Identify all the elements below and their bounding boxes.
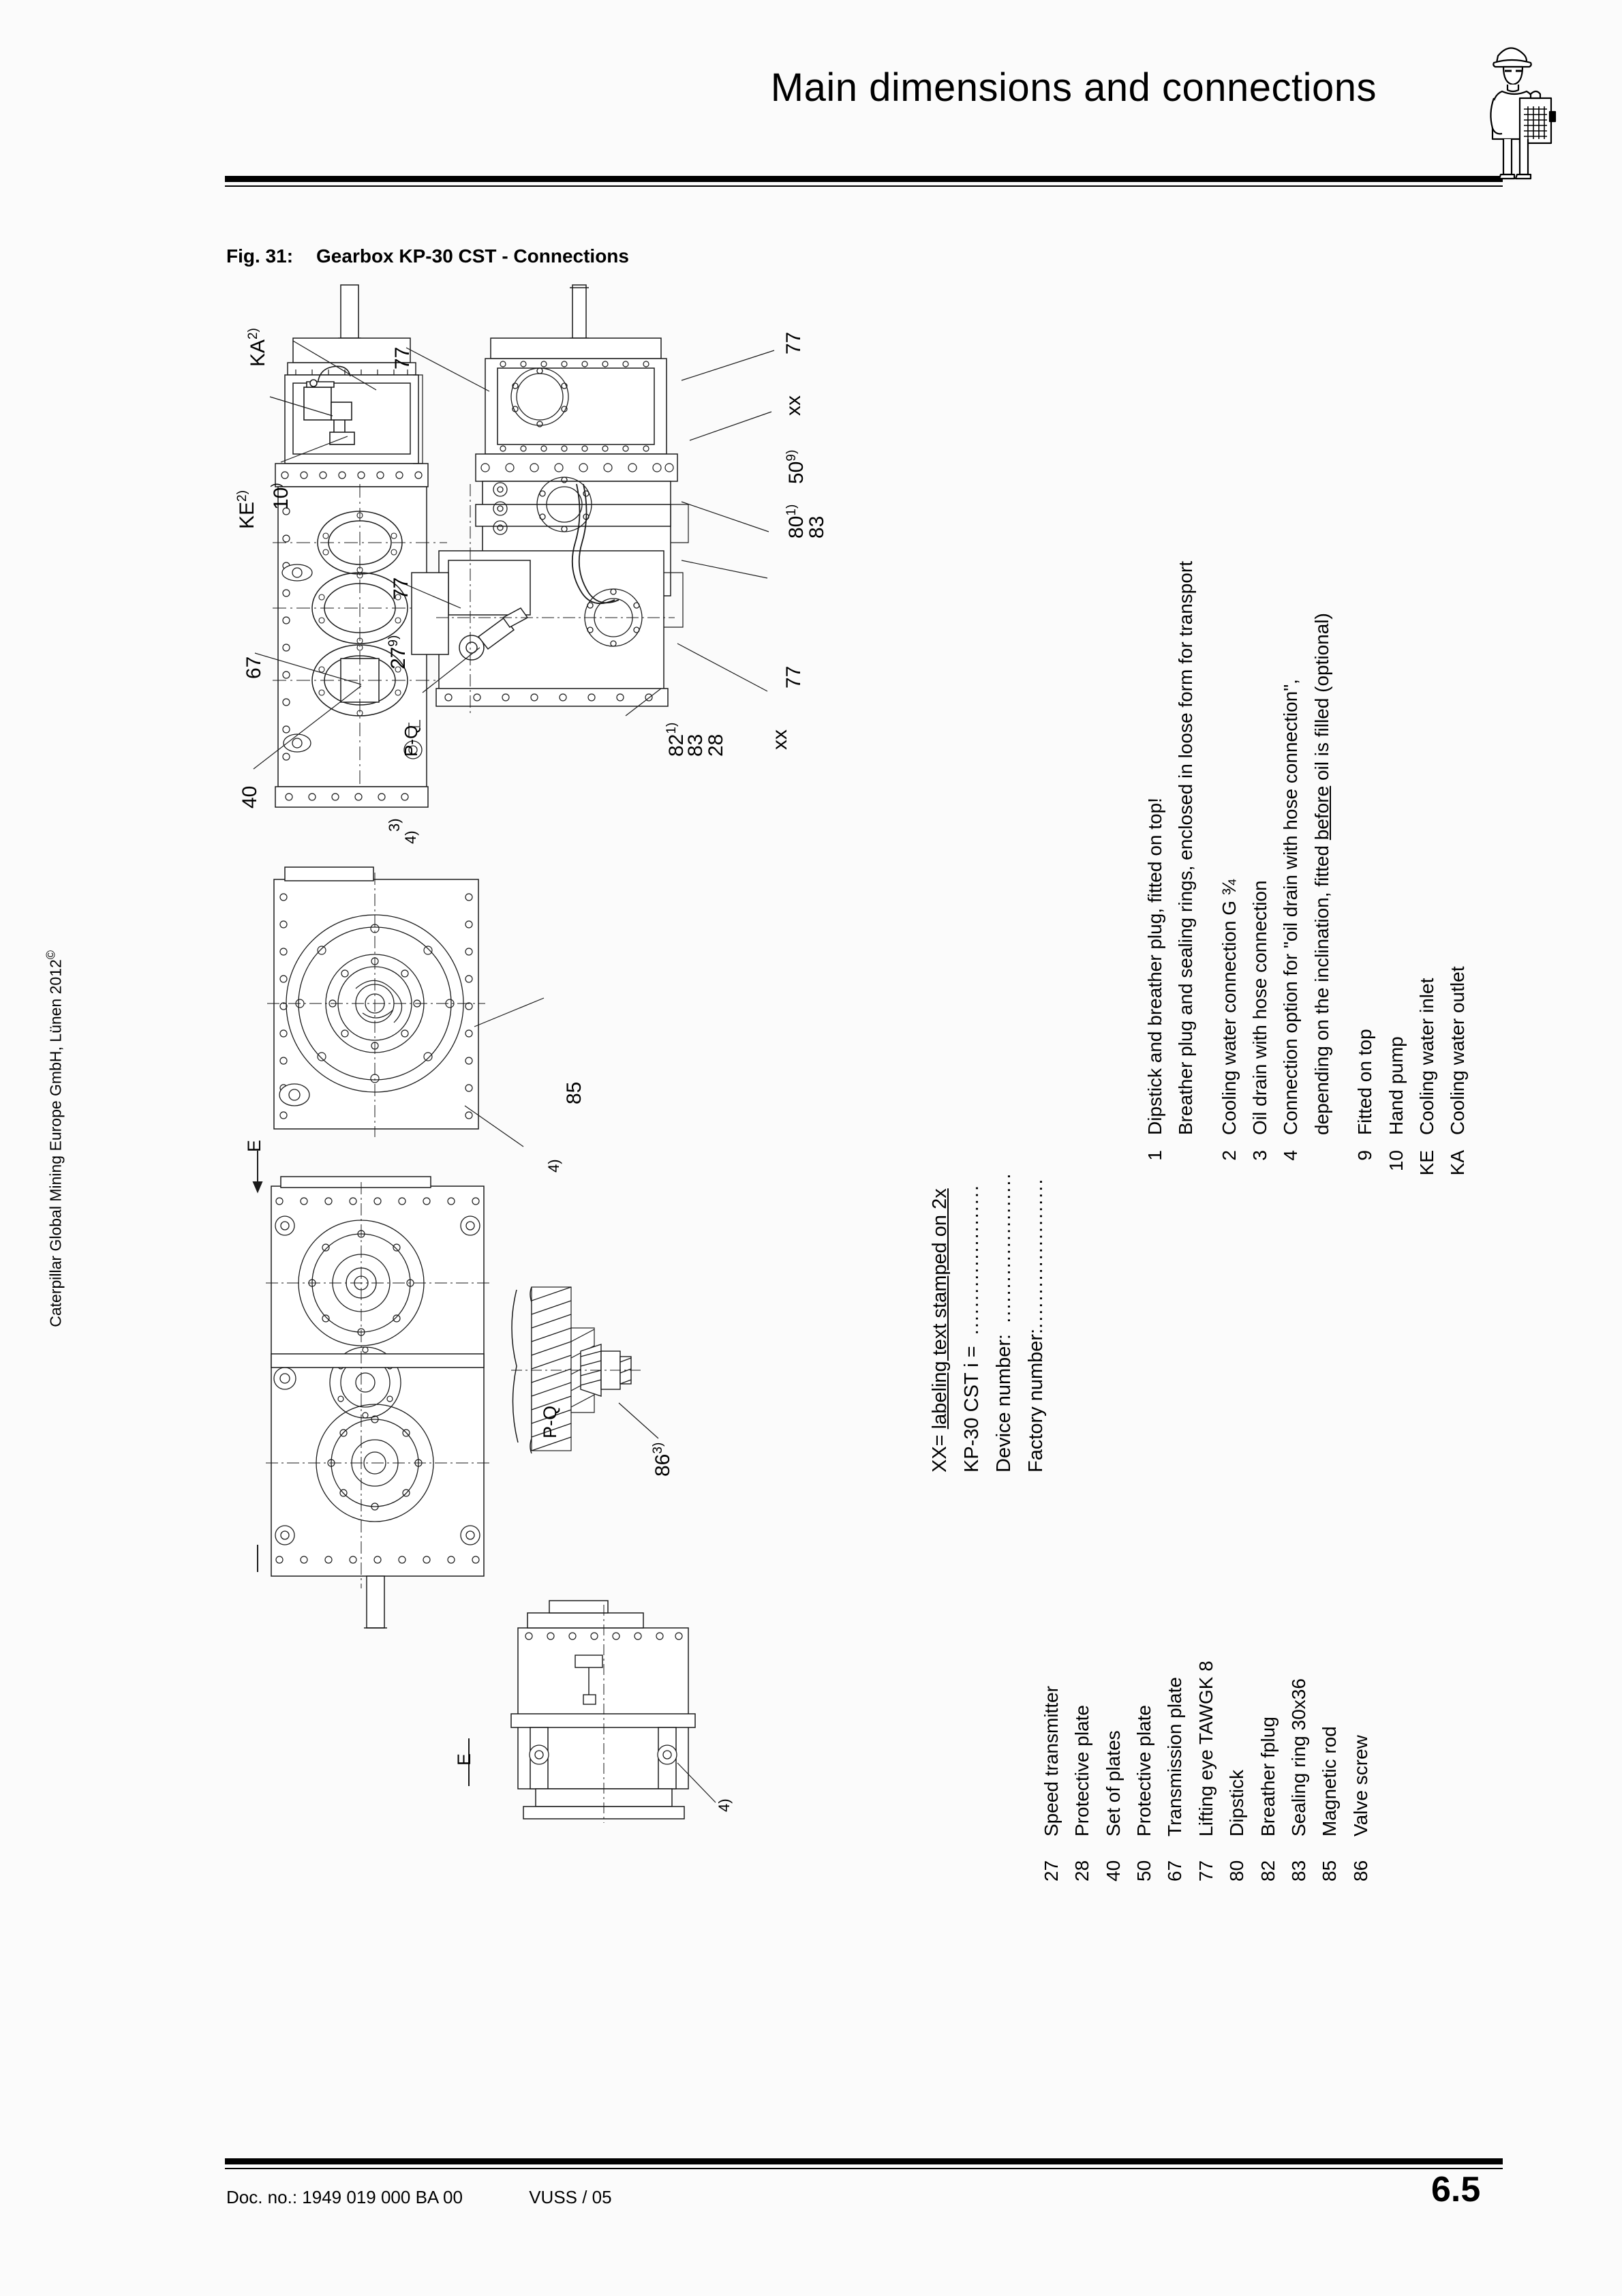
callout-77-d: 77 (782, 665, 805, 689)
footnote-emphasis: before (1311, 785, 1332, 841)
footnote-3: 3Oil drain with hose connection (1249, 880, 1271, 1161)
callout-4-left: 4) (402, 830, 419, 844)
parts-list-item: 27Speed transmitter (1041, 1686, 1062, 1882)
callout-77-c: 77 (782, 331, 805, 354)
callout-e-bottom: E (454, 1753, 474, 1766)
callout-ka: KA2) (246, 328, 269, 367)
callout-40: 40 (239, 785, 261, 809)
footer-rule-thin (225, 2168, 1503, 2169)
view-bottom-elevation (468, 1600, 716, 1823)
parts-list-item: 28Protective plate (1071, 1705, 1093, 1882)
callout-pq-section: P-Q (540, 1405, 560, 1438)
parts-list-item: 67Transmission plate (1164, 1677, 1186, 1882)
page-number: 6.5 (1431, 2170, 1481, 2209)
labelling-row-factory: Factory number:...................... (1024, 1177, 1047, 1472)
callout-xx-bottom: xx (769, 729, 791, 750)
view-plan-circular (267, 866, 545, 1147)
parts-list: 27Speed transmitter 28Protective plate 4… (1036, 1661, 1376, 1882)
copyright-notice: Caterpillar Global Mining Europe GmbH, L… (44, 900, 65, 1377)
footnote-2: 2Cooling water connection G ¾ (1218, 879, 1240, 1161)
callout-28: 28 (705, 734, 727, 757)
gearbox-drawing-svg (252, 284, 775, 1823)
view-side-elevation (403, 284, 775, 716)
callout-3: 3) (386, 818, 403, 832)
parts-list-item: 77Lifting eye TAWGK 8 (1195, 1661, 1216, 1882)
callout-4-mid: 4) (545, 1159, 562, 1173)
labelling-row-device: Device number: ...................... (992, 1172, 1015, 1472)
page-title: Main dimensions and connections (770, 65, 1377, 110)
worker-with-clipboard-icon (1478, 33, 1559, 183)
footnote-1: 1Dipstick and breather plug, fitted on t… (1144, 798, 1165, 1161)
callout-77-a: 77 (391, 346, 414, 369)
doc-label: Doc. no.: (226, 2187, 298, 2207)
parts-list-item: 80Dipstick (1226, 1769, 1248, 1882)
figure-number: Fig. 31: (226, 245, 294, 267)
footer-rule-thick (225, 2158, 1503, 2164)
view-section-e (252, 1151, 491, 1629)
callout-e-top: E (244, 1139, 264, 1152)
callout-27: 279) (386, 635, 410, 669)
footnote-1-line2: Breather plug and sealing rings, enclose… (1175, 560, 1197, 1135)
figure-title: Gearbox KP-30 CST - Connections (316, 245, 629, 267)
callout-50: 509) (784, 449, 808, 484)
footnote-ke: KECooling water inlet (1416, 978, 1437, 1176)
figure-caption: Fig. 31: Gearbox KP-30 CST - Connections (226, 245, 629, 267)
callout-83-b: 83 (684, 734, 707, 757)
parts-list-item: 85Magnetic rod (1319, 1726, 1341, 1882)
callout-pq-top: P-Q (401, 725, 421, 757)
copyright-symbol: © (44, 950, 58, 960)
labelling-text-block: XX= labeling text stamped on 2x KP-30 CS… (924, 1173, 1052, 1472)
parts-list-item: 50Protective plate (1133, 1705, 1155, 1882)
technical-drawing: KA2) 10) KE2) 67 40 P-Q 3) 4) 77 77 279)… (204, 280, 1104, 1916)
footnote-legend: 1Dipstick and breather plug, fitted on t… (1139, 561, 1473, 1190)
view-front-elevation (253, 284, 447, 808)
footnote-10: 10Hand pump (1385, 1036, 1407, 1172)
footer-document-info: Doc. no.: 1949 019 000 BA 00 VUSS / 05 (226, 2187, 612, 2208)
parts-list-item: 83Sealing ring 30x36 (1287, 1678, 1309, 1882)
callout-4-bottom: 4) (716, 1798, 733, 1812)
parts-list-item: 86Valve screw (1349, 1735, 1371, 1882)
footnote-4-line2: depending on the inclination, fitted bef… (1311, 613, 1332, 1135)
view-pq-section (511, 1286, 659, 1454)
labelling-row-ratio: KP-30 CST i = ...................... (960, 1183, 983, 1472)
footnote-ka: KACooling water outlet (1447, 966, 1469, 1176)
footnote-4: 4Connection option for "oil drain with h… (1280, 679, 1302, 1161)
callout-83-a: 83 (806, 515, 828, 539)
callout-80: 801) (784, 504, 808, 539)
callout-77-b: 77 (390, 577, 412, 600)
callout-10: 10) (269, 483, 292, 510)
doc-number: 1949 019 000 BA 00 (302, 2187, 463, 2207)
header-rule-thick (225, 176, 1503, 182)
parts-list-item: 40Set of plates (1102, 1730, 1124, 1882)
copyright-text: Caterpillar Global Mining Europe GmbH, L… (46, 959, 65, 1327)
doc-revision: VUSS / 05 (529, 2187, 612, 2207)
parts-list-item: 82Breather fplug (1257, 1717, 1279, 1882)
header-rule-thin (225, 185, 1503, 187)
callout-86: 863) (651, 1442, 674, 1477)
callout-xx-top: xx (782, 395, 805, 416)
labelling-heading: XX= labeling text stamped on 2x (929, 1188, 951, 1472)
footnote-9: 9Fitted on top (1354, 1029, 1376, 1161)
callout-85: 85 (563, 1081, 585, 1104)
callout-ke: KE2) (235, 490, 258, 529)
callout-67: 67 (243, 656, 265, 679)
